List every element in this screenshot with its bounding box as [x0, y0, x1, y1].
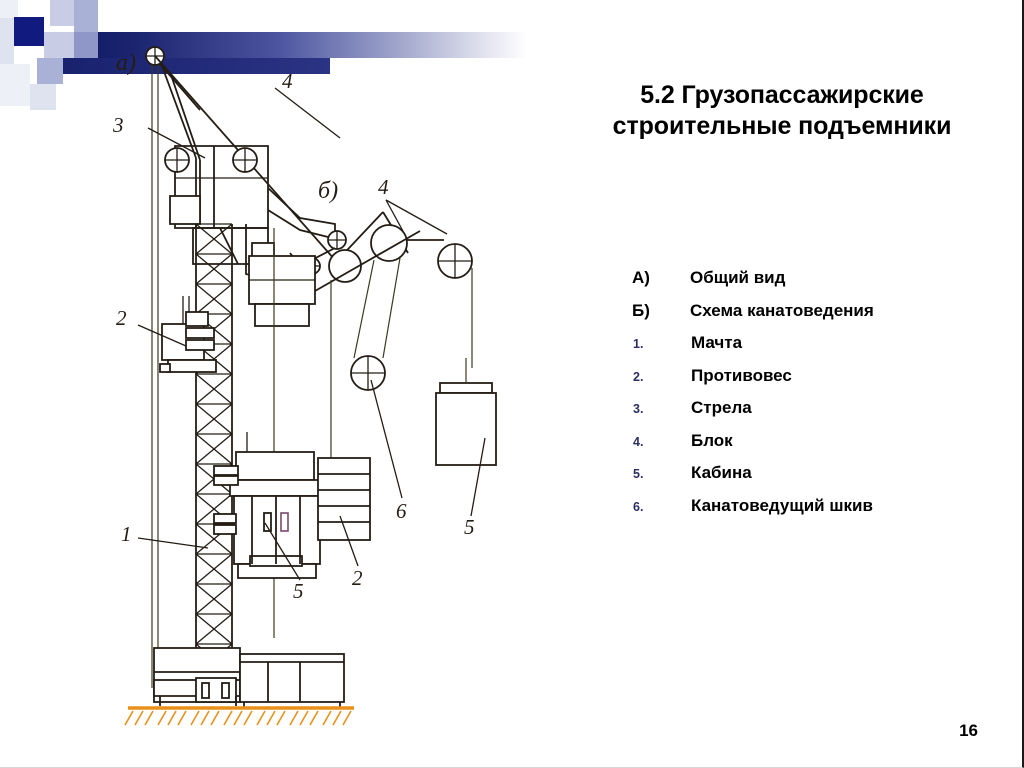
- callout-a-3: 3: [112, 113, 124, 137]
- pulley-b-middle: [370, 224, 408, 262]
- leader-a-3: [147, 127, 206, 159]
- legend-label: Общий вид: [690, 268, 786, 287]
- leader-b-4: [385, 199, 405, 234]
- ground-line: [124, 706, 354, 726]
- list-item: А) Общий вид: [632, 268, 1002, 289]
- crane-diagram-svg: .ln{stroke:#241d15;stroke-width:1.8;fill…: [112, 46, 497, 726]
- cabin-b: [435, 358, 497, 466]
- legend-marker: Б): [632, 300, 650, 320]
- leader-a-1: [137, 537, 209, 549]
- deco-square: [0, 0, 18, 18]
- cabin-a: [213, 432, 323, 579]
- list-item: 5. Кабина: [632, 463, 1002, 484]
- guide-ropes-left: [151, 61, 159, 688]
- deco-square: [37, 58, 63, 84]
- legend-label: Мачта: [691, 333, 743, 352]
- deco-square: [74, 32, 98, 58]
- leader-b-2: [339, 515, 359, 567]
- legend-marker: 2.: [633, 369, 644, 384]
- deco-gradient-bar-lower: [47, 58, 330, 74]
- deco-square: [50, 0, 74, 26]
- callout-b-2: 2: [352, 566, 363, 590]
- list-item: 1. Мачта: [632, 333, 1002, 354]
- legend-marker: 3.: [633, 402, 644, 416]
- view-b-label: б): [318, 178, 338, 204]
- deco-square: [44, 32, 74, 58]
- leader-b-6: [370, 379, 403, 499]
- legend-label: Блок: [691, 430, 733, 450]
- hoist-machine-base: [254, 303, 310, 327]
- counterweight-assembly-a: [159, 296, 217, 373]
- legend-label: Кабина: [691, 463, 752, 482]
- deco-square: [0, 64, 30, 106]
- page-title: 5.2 Грузопассажирские строительные подъе…: [556, 80, 1008, 141]
- list-item: 6. Канатоведущий шкив: [632, 496, 1002, 517]
- view-b-rope-scheme: 4 6 2 5 б): [314, 175, 497, 590]
- legend-marker: 4.: [633, 434, 644, 449]
- deco-square: [0, 18, 14, 32]
- legend-marker: 1.: [633, 337, 644, 351]
- technical-drawing: .ln{stroke:#241d15;stroke-width:1.8;fill…: [0, 28, 560, 738]
- legend-label: Стрела: [691, 398, 752, 417]
- leader-b-4b: [385, 199, 448, 235]
- leader-a-5: [264, 522, 301, 581]
- head-block: [169, 195, 201, 225]
- deco-square: [74, 0, 98, 32]
- legend-label: Противовес: [691, 365, 792, 385]
- legend-marker: А): [632, 268, 650, 287]
- callout-a-4: 4: [282, 69, 293, 93]
- legend-list: А) Общий вид Б) Схема канатоведения 1. М…: [632, 268, 1002, 528]
- callout-a-1: 1: [121, 522, 132, 546]
- leader-b-5: [470, 437, 486, 517]
- deco-square-navy: [14, 17, 44, 46]
- base-structure: [153, 647, 345, 708]
- legend-marker: 5.: [633, 467, 644, 481]
- view-a-general: 3 4 2 1 5 а): [112, 46, 354, 726]
- view-a-label: а): [116, 50, 136, 76]
- list-item: 4. Блок: [632, 431, 1002, 452]
- callout-b-4: 4: [378, 175, 389, 199]
- list-item: Б) Схема канатоведения: [632, 301, 1002, 322]
- deco-square: [0, 32, 14, 64]
- legend-label: Канатоведущий шкив: [691, 495, 873, 515]
- callout-b-5: 5: [464, 515, 475, 539]
- page-title-line-1: 5.2 Грузопассажирские: [640, 81, 924, 109]
- callout-a-2: 2: [116, 306, 127, 330]
- lattice-mast: [195, 223, 233, 688]
- page-title-line-2: строительные подъемники: [612, 111, 952, 140]
- legend-marker: 6.: [633, 499, 644, 514]
- page-number: 16: [959, 721, 978, 740]
- leader-a-4: [274, 87, 341, 139]
- callout-b-6: 6: [396, 499, 407, 523]
- legend-label: Схема канатоведения: [690, 300, 874, 320]
- callout-a-5: 5: [293, 579, 304, 603]
- deco-square: [30, 84, 56, 110]
- list-item: 3. Стрела: [632, 398, 1002, 419]
- list-item: 2. Противовес: [632, 366, 1002, 387]
- leader-a-2: [137, 324, 187, 347]
- pulley-b-left: [328, 249, 362, 283]
